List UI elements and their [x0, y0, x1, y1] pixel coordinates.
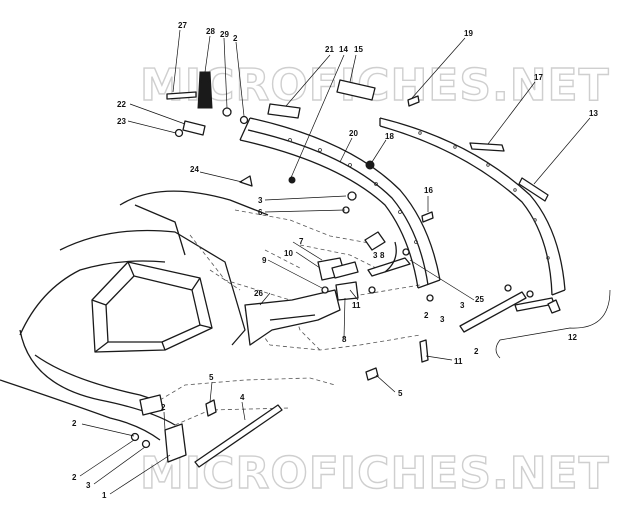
callout-2c: 2 — [474, 347, 479, 356]
callout-24: 24 — [190, 165, 199, 174]
callout-20: 20 — [349, 129, 358, 138]
callout-26: 26 — [254, 289, 263, 298]
watermark-top: MICROFICHES.NET — [140, 60, 610, 111]
group-brace-12 — [495, 289, 611, 359]
outer-bumper-strip — [379, 117, 566, 296]
callout-11a: 11 — [352, 301, 361, 310]
callout-25: 25 — [475, 295, 484, 304]
hood-opening — [91, 261, 213, 353]
callout-8b: 8 — [342, 335, 347, 344]
callout-29: 29 — [220, 30, 229, 39]
callout-16: 16 — [424, 186, 433, 195]
tie-bar — [194, 404, 283, 468]
callout-18: 18 — [385, 132, 394, 141]
leader-lines — [79, 29, 591, 495]
callout-9: 9 — [262, 256, 267, 265]
callout-2e: 2 — [72, 473, 77, 482]
corner-bracket — [164, 423, 187, 463]
callout-28: 28 — [206, 27, 215, 36]
callout-13: 13 — [589, 109, 598, 118]
callout-4: 4 — [240, 393, 245, 402]
callout-1: 1 — [102, 491, 107, 500]
callout-22: 22 — [117, 100, 126, 109]
callout-21: 21 — [325, 45, 334, 54]
lower-bar-right — [459, 291, 527, 333]
callout-2: 2 — [233, 34, 238, 43]
callout-8a: 8 — [380, 251, 385, 260]
hardware — [130, 95, 561, 449]
callout-2d: 2 — [72, 419, 77, 428]
callout-5a: 5 — [398, 389, 403, 398]
watermark-bottom: MICROFICHES.NET — [140, 448, 610, 499]
callout-3e: 3 — [86, 481, 91, 490]
callouts: 27 28 29 2 21 14 15 19 17 13 22 23 20 18… — [72, 21, 598, 500]
plate-22 — [182, 120, 206, 136]
callout-10: 10 — [284, 249, 293, 258]
callout-14: 14 — [339, 45, 348, 54]
callout-17: 17 — [534, 73, 543, 82]
plate-15 — [336, 79, 376, 101]
callout-27: 27 — [178, 21, 187, 30]
pin — [166, 91, 197, 100]
bumper-rail — [239, 117, 441, 289]
left-plate — [139, 394, 164, 416]
callout-6: 6 — [258, 208, 263, 217]
end-strip-17 — [469, 142, 505, 152]
callout-5b: 5 — [209, 373, 214, 382]
callout-11: 11 — [454, 357, 463, 366]
hood-panel — [0, 190, 269, 441]
callout-23: 23 — [117, 117, 126, 126]
callout-2b: 2 — [424, 311, 429, 320]
callout-15: 15 — [354, 45, 363, 54]
latch-assembly — [317, 231, 411, 301]
callout-7: 7 — [299, 237, 304, 246]
plate-21 — [267, 103, 301, 119]
callout-12: 12 — [568, 333, 577, 342]
end-strip-13 — [518, 177, 549, 202]
callout-19: 19 — [464, 29, 473, 38]
callout-3d: 3 — [460, 301, 465, 310]
callout-2f: 2 — [161, 403, 166, 412]
callout-3c: 3 — [440, 315, 445, 324]
callout-3b: 3 — [373, 251, 378, 260]
callout-3a: 3 — [258, 196, 263, 205]
